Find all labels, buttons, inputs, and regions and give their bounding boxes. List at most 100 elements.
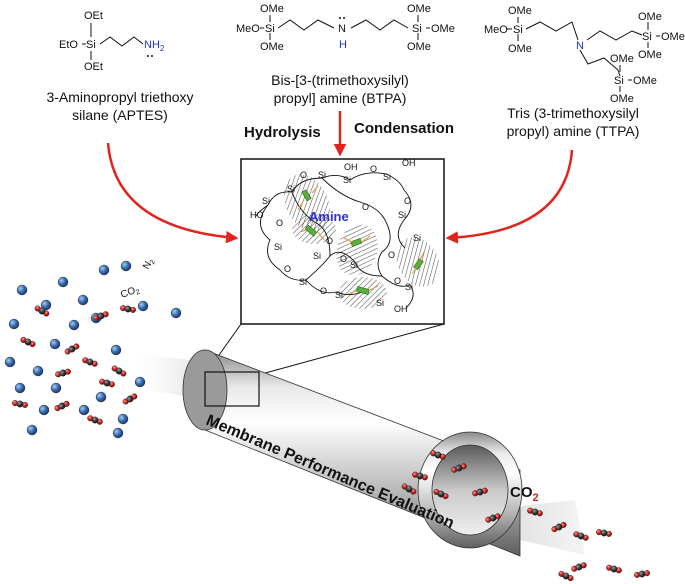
co2-molecule	[82, 357, 98, 367]
n2-molecule	[38, 404, 50, 416]
btpa-ome-top-right: OMe	[407, 3, 431, 15]
aptes-eto: EtO	[59, 39, 78, 51]
co2-molecule	[64, 343, 80, 355]
network-atoms: Si Si Si Si Si Si Si Si Si Si Si Si Si S…	[250, 158, 421, 314]
n2-label: N2	[141, 256, 157, 272]
ttpa-name-line1: Tris (3-trimethoxysilyl	[507, 105, 639, 121]
svg-text:O: O	[370, 164, 377, 174]
co2-molecule	[606, 564, 622, 574]
co2-molecule	[87, 415, 103, 425]
aptes-nh2: NH2	[144, 39, 165, 53]
co2-molecule	[401, 483, 417, 495]
tube-bore	[431, 444, 509, 536]
btpa-meo-left: MeO	[236, 23, 260, 35]
ttpa-meo-left: MeO	[484, 24, 508, 36]
svg-text:O: O	[394, 276, 401, 286]
btpa-n: N	[338, 23, 346, 35]
n2-molecule	[68, 319, 80, 331]
n2-molecule	[14, 382, 26, 394]
n2-molecule	[120, 260, 132, 272]
svg-text:O: O	[362, 202, 369, 212]
aptes-structure: OEt EtO Si OEt NH2 3-Aminopropyl trietho…	[46, 10, 193, 123]
co2-molecule	[12, 400, 28, 408]
svg-text:Si: Si	[343, 175, 351, 185]
co2-molecule	[433, 488, 449, 500]
svg-text:O: O	[404, 196, 411, 206]
co2-molecule	[573, 531, 589, 541]
co2-molecule	[571, 562, 587, 572]
aptes-name-line2: silane (APTES)	[72, 107, 168, 123]
n2-molecule	[95, 391, 107, 403]
co2-output-label: CO2	[510, 484, 539, 504]
svg-text:O: O	[300, 170, 307, 180]
svg-text:Si: Si	[405, 282, 413, 292]
co2-molecule	[111, 365, 127, 377]
svg-text:Si: Si	[398, 210, 406, 220]
btpa-ome-bottom-right: OMe	[407, 41, 431, 53]
co2-molecule	[527, 507, 543, 517]
silica-network-box: Si Si Si Si Si Si Si Si Si Si Si Si Si S…	[240, 158, 445, 325]
co2-feed-label: CO2	[119, 284, 141, 302]
ttpa-n: N	[576, 40, 584, 52]
n2-molecule	[4, 356, 16, 368]
aptes-name-line1: 3-Aminopropyl triethoxy	[46, 89, 193, 105]
btpa-ome-top-left: OMe	[260, 3, 284, 15]
svg-text:Si: Si	[376, 298, 384, 308]
co2-molecule	[485, 513, 501, 523]
svg-text:Si: Si	[335, 290, 343, 300]
co2-molecule	[596, 529, 612, 537]
aptes-oet-bottom: OEt	[84, 61, 103, 73]
feed-gas-mixture	[4, 260, 182, 439]
amine-sites	[297, 185, 425, 295]
n2-molecule	[49, 338, 61, 350]
svg-text:Si: Si	[318, 170, 326, 180]
co2-molecule	[430, 450, 446, 460]
svg-text:Si: Si	[383, 172, 391, 182]
n2-molecule	[98, 264, 110, 276]
svg-text:Si: Si	[274, 242, 282, 252]
svg-text:OH: OH	[344, 162, 358, 172]
ttpa-ome-lower-top: OMe	[610, 53, 634, 65]
hydrolysis-label: Hydrolysis	[244, 124, 321, 141]
svg-text:O: O	[388, 250, 395, 260]
co2-molecule	[451, 463, 467, 473]
ttpa-si-lower: Si	[614, 75, 624, 87]
ttpa-ome-mid-right: OMe	[638, 49, 662, 61]
n2-molecule	[77, 294, 89, 306]
btpa-structure: OMe MeO Si OMe N H OMe Si OMe OMe Bis-[3…	[236, 3, 455, 106]
ttpa-ome-top-left: OMe	[508, 5, 532, 17]
co2-molecule	[551, 521, 567, 533]
co2-molecule	[54, 400, 70, 412]
svg-text:O: O	[276, 218, 283, 228]
ttpa-name-line2: propyl) amine (TTPA)	[507, 123, 640, 139]
n2-molecule	[117, 413, 129, 425]
btpa-ome-bottom-left: OMe	[260, 41, 284, 53]
ttpa-structure: OMe MeO Si OMe N OMe Si OMe OMe OMe Si O…	[484, 5, 685, 139]
svg-text:HO: HO	[250, 210, 264, 220]
svg-text:Si: Si	[299, 277, 307, 287]
co2-molecule	[122, 393, 138, 405]
svg-text:OH: OH	[394, 304, 408, 314]
n2-molecule	[110, 344, 122, 356]
right-arrow	[445, 149, 574, 244]
n2-molecule	[50, 382, 62, 394]
ttpa-ome-right: OMe	[661, 31, 685, 43]
n2-molecule	[40, 299, 52, 311]
ttpa-si-left: Si	[513, 24, 523, 36]
btpa-ome-right: OMe	[431, 23, 455, 35]
siloxane-bonds	[255, 172, 414, 309]
svg-text:O: O	[340, 254, 347, 264]
svg-text:O: O	[284, 264, 291, 274]
ttpa-ome-lower-bottom: OMe	[610, 93, 634, 105]
svg-text:Si: Si	[413, 233, 421, 243]
aptes-oet-top: OEt	[84, 10, 103, 22]
svg-text:O: O	[326, 236, 333, 246]
left-arrow	[106, 142, 239, 244]
btpa-si-left: Si	[265, 23, 275, 35]
co2-molecule	[34, 305, 50, 317]
membrane-tube: Membrane Performance Evaluation	[182, 349, 585, 557]
amine-label: Amine	[309, 209, 349, 224]
aptes-si: Si	[86, 39, 96, 51]
ttpa-si-right: Si	[642, 31, 652, 43]
